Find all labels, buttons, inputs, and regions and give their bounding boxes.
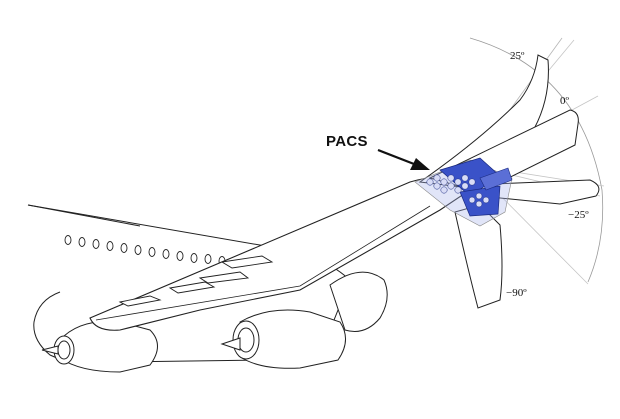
wingtip-minus90deg: [454, 204, 503, 309]
window: [92, 239, 100, 249]
pacs-hinge-mechanism: [414, 157, 513, 227]
angle-label-25: 25º: [510, 50, 525, 62]
pacs-label: PACS: [326, 133, 368, 150]
window: [134, 245, 142, 255]
window: [120, 243, 128, 253]
window: [162, 249, 170, 259]
inboard-engine: [41, 320, 158, 373]
wingtip-minus25deg: [468, 179, 600, 205]
outboard-engine: [220, 271, 388, 369]
angle-label-0: 0º: [560, 95, 569, 107]
window: [64, 235, 72, 245]
window: [204, 254, 212, 264]
angle-label-minus25: −25º: [568, 209, 589, 221]
window: [176, 251, 184, 261]
window: [190, 253, 198, 263]
angle-label-minus90: −90º: [506, 287, 527, 299]
window: [106, 241, 114, 251]
window: [78, 237, 86, 247]
window: [148, 247, 156, 257]
flap-fairings: [118, 255, 274, 307]
pacs-arrow: [377, 148, 430, 170]
